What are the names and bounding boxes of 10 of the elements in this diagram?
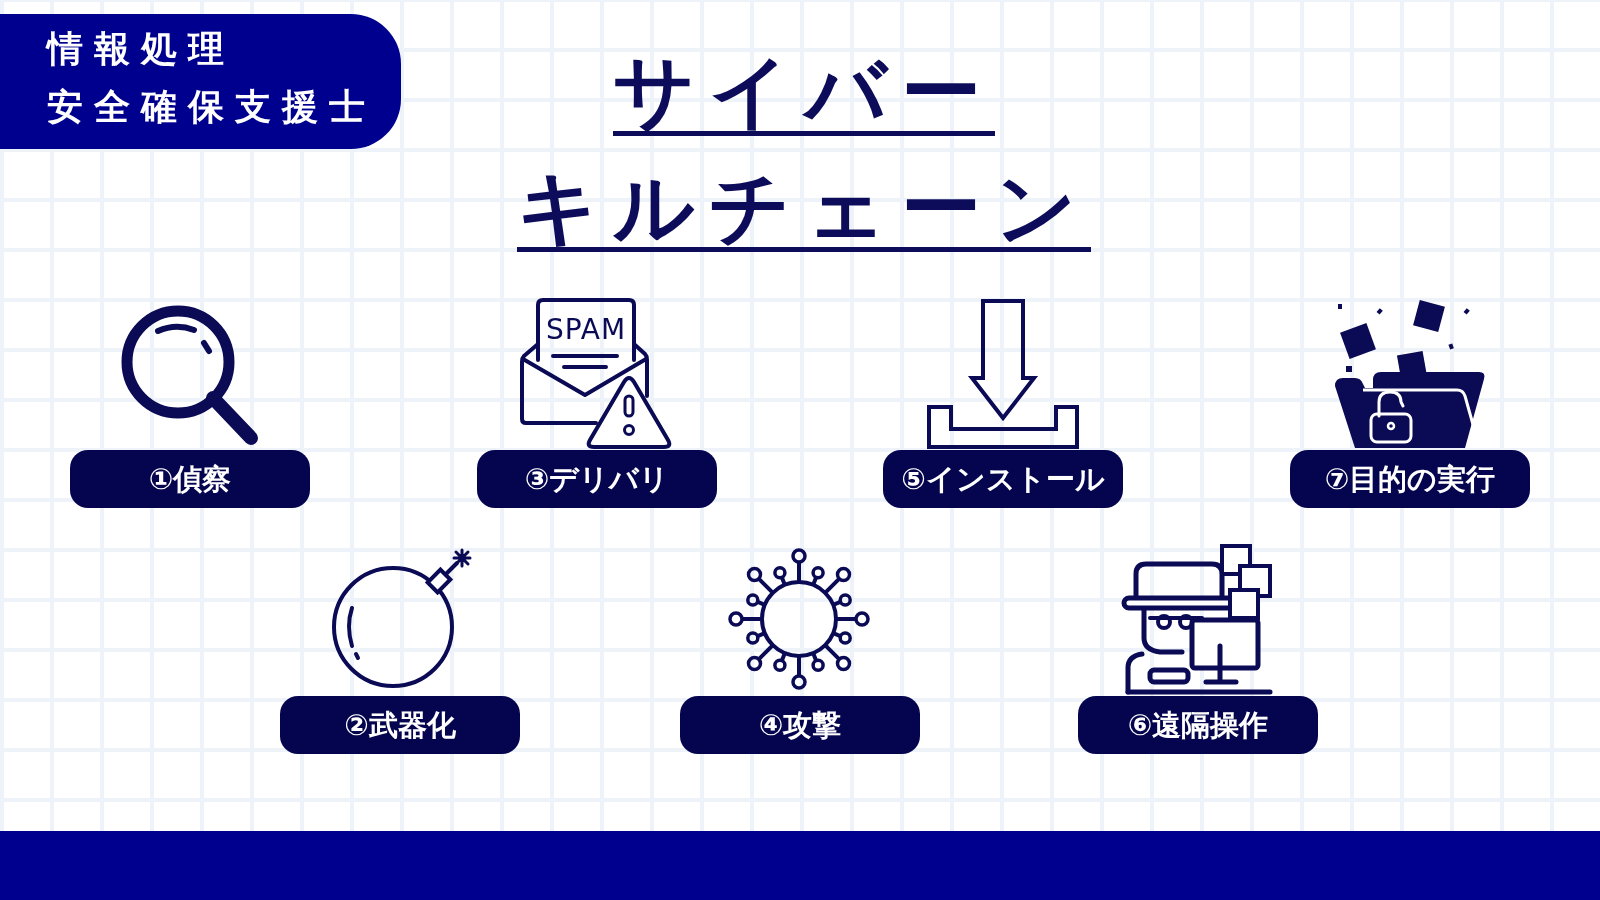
step-label: ③デリバリ xyxy=(477,450,717,508)
step-label: ①偵察 xyxy=(70,450,310,508)
exam-name-banner: 情報処理安全確保支援士 xyxy=(0,14,401,149)
step-label: ⑦目的の実行 xyxy=(1290,450,1530,508)
step-label: ⑥遠隔操作 xyxy=(1078,696,1318,754)
step-label: ②武器化 xyxy=(280,696,520,754)
title: サイバーキルチェーン xyxy=(516,44,1092,256)
envelope-text: SPAM xyxy=(544,313,628,347)
step-label: ④攻撃 xyxy=(680,696,920,754)
step-label: ⑤インストール xyxy=(883,450,1123,508)
